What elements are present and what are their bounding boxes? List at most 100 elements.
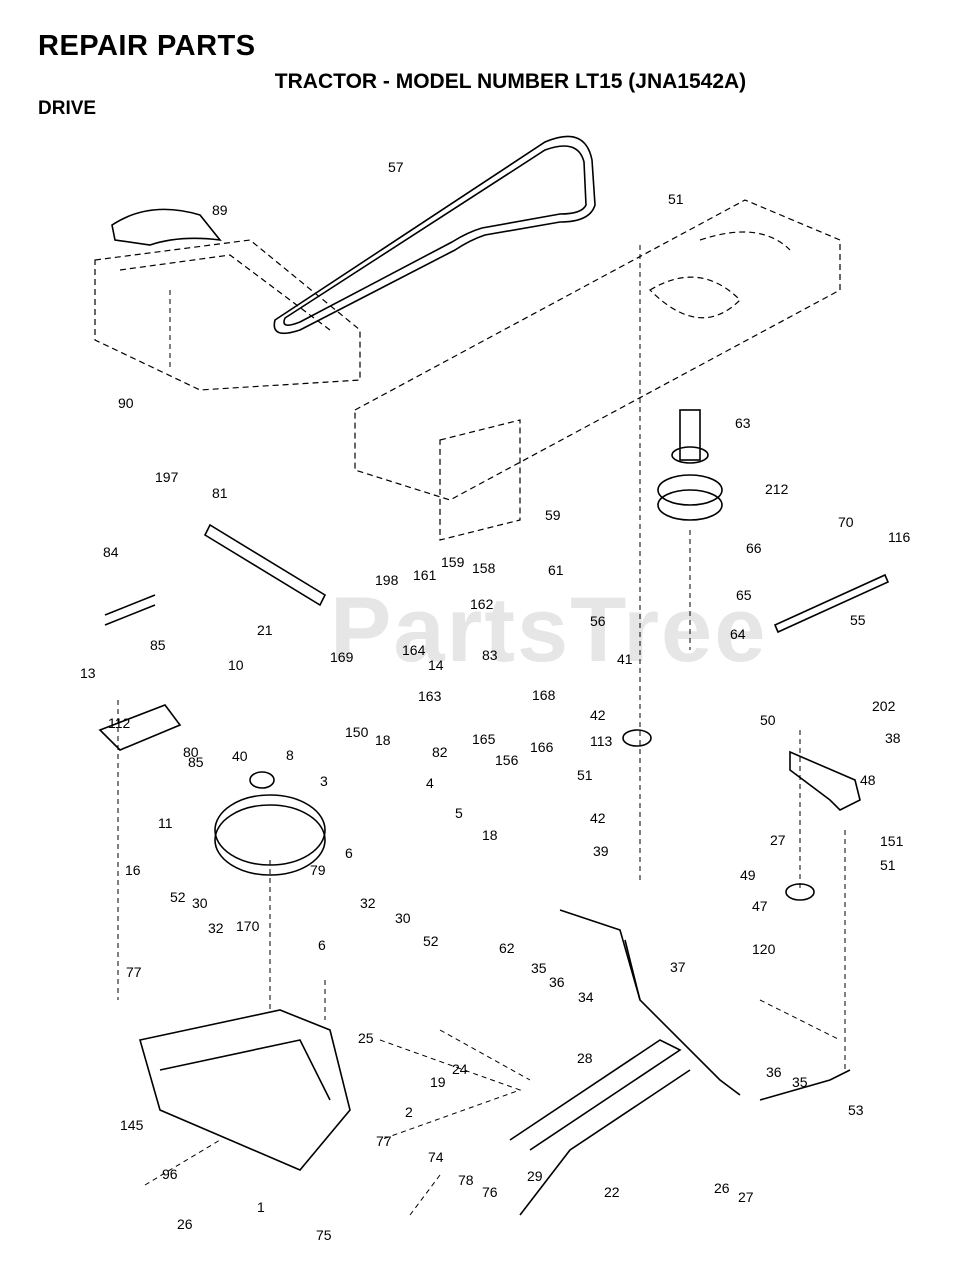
part-number-label: 77	[376, 1133, 392, 1149]
model-subtitle: TRACTOR - MODEL NUMBER LT15 (JNA1542A)	[274, 70, 747, 93]
part-number-label: 36	[549, 974, 565, 990]
part-number-label: 6	[345, 845, 353, 861]
pulley-38	[622, 729, 652, 747]
part-number-label: 165	[472, 731, 496, 747]
part-number-label: 34	[578, 989, 594, 1005]
part-number-label: 61	[548, 562, 564, 578]
part-number-label: 76	[482, 1184, 498, 1200]
part-number-label: 32	[208, 920, 224, 936]
part-number-label: 24	[452, 1061, 468, 1077]
part-number-label: 27	[738, 1189, 754, 1205]
part-number-label: 51	[668, 191, 684, 207]
part-number-label: 150	[345, 724, 369, 740]
pulley-63	[657, 474, 723, 506]
part-number-label: 19	[430, 1074, 446, 1090]
part-number-label: 35	[531, 960, 547, 976]
part-number-label: 166	[530, 739, 554, 755]
part-number-label: 85	[150, 637, 166, 653]
part-number-label: 22	[604, 1184, 620, 1200]
part-number-label: 42	[590, 707, 606, 723]
part-number-label: 212	[765, 481, 789, 497]
part-number-label: 51	[577, 767, 593, 783]
part-number-label: 158	[472, 560, 496, 576]
part-number-label: 113	[590, 733, 613, 749]
part-number-label: 8	[286, 747, 294, 763]
part-number-label: 52	[170, 889, 186, 905]
part-number-label: 37	[670, 959, 686, 975]
part-number-label: 66	[746, 540, 762, 556]
part-number-label: 63	[735, 415, 751, 431]
part-number-label: 163	[418, 688, 442, 704]
part-number-label: 74	[428, 1149, 444, 1165]
part-number-label: 38	[885, 730, 901, 746]
part-number-label: 30	[192, 895, 208, 911]
arm-48	[789, 750, 861, 811]
belt-shape	[273, 135, 596, 335]
part-number-label: 89	[212, 202, 228, 218]
part-number-label: 85	[188, 754, 204, 770]
part-number-label: 65	[736, 587, 752, 603]
part-number-label: 159	[441, 554, 465, 570]
part-number-label: 112	[108, 715, 131, 731]
part-number-label: 79	[310, 862, 326, 878]
part-number-label: 75	[316, 1227, 332, 1243]
page-title: REPAIR PARTS	[38, 30, 256, 62]
part-number-label: 40	[232, 748, 248, 764]
part-number-label: 51	[880, 857, 896, 873]
part-number-label: 161	[413, 567, 437, 583]
transmission-1	[138, 1009, 351, 1171]
part-number-label: 14	[428, 657, 444, 673]
part-number-label: 26	[177, 1216, 193, 1232]
part-number-label: 11	[158, 815, 173, 831]
part-number-label: 4	[426, 775, 434, 791]
part-number-label: 10	[228, 657, 244, 673]
part-number-label: 116	[888, 529, 911, 545]
part-number-label: 1	[257, 1199, 265, 1215]
part-number-label: 41	[617, 651, 633, 667]
part-number-label: 5	[455, 805, 463, 821]
part-number-label: 50	[760, 712, 776, 728]
part-number-label: 2	[405, 1104, 413, 1120]
part-number-label: 59	[545, 507, 561, 523]
part-number-label: 39	[593, 843, 609, 859]
part-number-label: 47	[752, 898, 768, 914]
part-number-label: 18	[375, 732, 391, 748]
frame-outline	[354, 199, 841, 501]
spring-55	[773, 573, 890, 634]
part-number-label: 49	[740, 867, 756, 883]
part-number-label: 62	[499, 940, 515, 956]
part-number-label: 6	[318, 937, 326, 953]
part-number-label: 30	[395, 910, 411, 926]
part-number-label: 64	[730, 626, 746, 642]
part-number-label: 35	[792, 1074, 808, 1090]
belt-inner	[283, 145, 587, 326]
part-number-label: 80	[183, 744, 199, 760]
part-number-label: 156	[495, 752, 519, 768]
part-number-label: 81	[212, 485, 228, 501]
part-number-label: 21	[257, 622, 273, 638]
part-number-label: 48	[860, 772, 876, 788]
part-number-label: 52	[423, 933, 439, 949]
part-number-label: 55	[850, 612, 866, 628]
part-number-label: 169	[330, 649, 354, 665]
part-number-label: 32	[360, 895, 376, 911]
part-number-label: 151	[880, 833, 904, 849]
part-number-label: 83	[482, 647, 498, 663]
part-number-label: 90	[118, 395, 134, 411]
seat-bracket	[111, 208, 222, 246]
part-number-label: 162	[470, 596, 494, 612]
part-number-label: 18	[482, 827, 498, 843]
part-number-label: 145	[120, 1117, 144, 1133]
part-number-label: 84	[103, 544, 119, 560]
part-number-label: 82	[432, 744, 448, 760]
part-number-label: 57	[388, 159, 404, 175]
part-number-label: 120	[752, 941, 776, 957]
part-number-label: 16	[125, 862, 141, 878]
part-number-label: 28	[577, 1050, 593, 1066]
part-number-label: 26	[714, 1180, 730, 1196]
part-number-label: 77	[126, 964, 142, 980]
part-number-label: 198	[375, 572, 399, 588]
part-number-label: 56	[590, 613, 606, 629]
part-number-label: 170	[236, 918, 260, 934]
